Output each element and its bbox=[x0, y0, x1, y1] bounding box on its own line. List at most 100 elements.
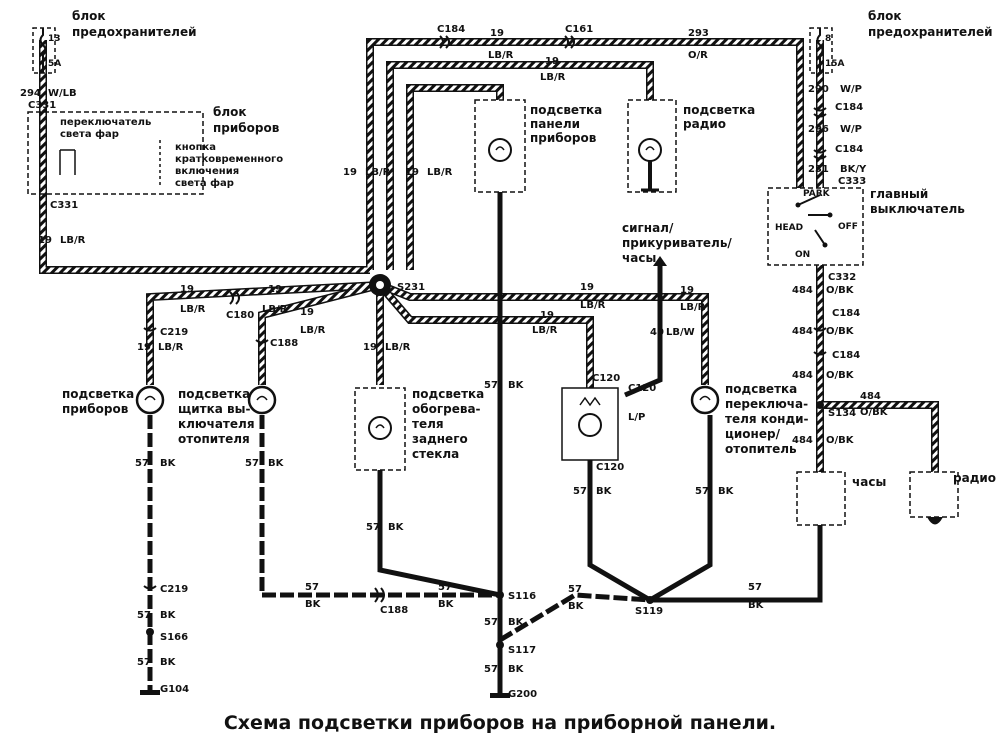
svg-text:19: 19 bbox=[343, 167, 357, 178]
svg-text:BK: BK bbox=[508, 380, 525, 391]
svg-text:O/R: O/R bbox=[688, 50, 708, 61]
fuse-left bbox=[32, 27, 56, 74]
svg-text:484: 484 bbox=[792, 285, 813, 296]
svg-text:O/BK: O/BK bbox=[826, 435, 855, 446]
svg-text:O/BK: O/BK bbox=[860, 407, 889, 418]
diagram-caption: Схема подсветки приборов на приборной па… bbox=[223, 712, 777, 734]
svg-text:19: 19 bbox=[300, 307, 314, 318]
svg-text:прикуриватель/: прикуриватель/ bbox=[622, 236, 732, 250]
svg-text:света фар: света фар bbox=[60, 128, 119, 140]
svg-text:W/P: W/P bbox=[840, 84, 862, 95]
svg-text:отопителя: отопителя bbox=[178, 432, 250, 446]
svg-text:включения: включения bbox=[175, 166, 239, 177]
svg-text:стекла: стекла bbox=[412, 447, 459, 461]
svg-text:кнопка: кнопка bbox=[175, 142, 216, 153]
svg-text:часы: часы bbox=[622, 251, 656, 265]
svg-text:57: 57 bbox=[366, 522, 380, 533]
svg-text:484: 484 bbox=[792, 370, 813, 381]
svg-text:5A: 5A bbox=[48, 59, 61, 69]
svg-text:C188: C188 bbox=[380, 605, 408, 616]
heater-panel-label: подсветка bbox=[178, 387, 250, 401]
svg-text:O/BK: O/BK bbox=[826, 370, 855, 381]
svg-text:19: 19 bbox=[580, 282, 594, 293]
svg-text:LB/W: LB/W bbox=[666, 327, 695, 338]
fuse-block-left-label: блок bbox=[72, 9, 106, 23]
svg-text:S166: S166 bbox=[160, 632, 188, 643]
svg-text:HEAD: HEAD bbox=[775, 223, 803, 233]
svg-text:293: 293 bbox=[688, 28, 709, 39]
svg-text:57: 57 bbox=[137, 610, 151, 621]
svg-text:19: 19 bbox=[490, 28, 504, 39]
svg-text:предохранителей: предохранителей bbox=[868, 25, 993, 39]
svg-text:290: 290 bbox=[808, 84, 829, 95]
svg-text:C333: C333 bbox=[838, 176, 866, 187]
instrument-block-label: блок bbox=[213, 105, 247, 119]
svg-text:13: 13 bbox=[48, 34, 61, 44]
instrument-block bbox=[27, 111, 204, 195]
clock-label: часы bbox=[852, 475, 886, 489]
svg-text:BK: BK bbox=[718, 486, 735, 497]
wire-labels: 294 W/LB 19 LB/R 19 LB/R 293 O/R 19 LB/R… bbox=[20, 28, 889, 675]
svg-text:294: 294 bbox=[20, 88, 41, 99]
svg-text:щитка вы-: щитка вы- bbox=[178, 402, 250, 416]
hatched-wires bbox=[39, 38, 939, 472]
rear-defrost-label: подсветка bbox=[412, 387, 484, 401]
svg-text:W/P: W/P bbox=[840, 124, 862, 135]
svg-text:BK: BK bbox=[305, 599, 322, 610]
radio-label: радио bbox=[953, 471, 996, 485]
svg-text:G200: G200 bbox=[508, 689, 537, 700]
svg-text:484: 484 bbox=[792, 326, 813, 337]
svg-text:57: 57 bbox=[748, 582, 762, 593]
ground-symbols bbox=[140, 690, 510, 698]
svg-text:57: 57 bbox=[305, 582, 319, 593]
svg-text:BK: BK bbox=[508, 664, 525, 675]
svg-text:C332: C332 bbox=[828, 272, 856, 283]
svg-text:LB/R: LB/R bbox=[158, 342, 184, 353]
svg-text:BK: BK bbox=[160, 458, 177, 469]
svg-text:W/LB: W/LB bbox=[48, 88, 77, 99]
radio-light-label: подсветка bbox=[683, 103, 755, 117]
svg-text:кратковременного: кратковременного bbox=[175, 154, 283, 165]
svg-text:теля: теля bbox=[412, 417, 444, 431]
svg-text:LB/R: LB/R bbox=[385, 342, 411, 353]
svg-text:C188: C188 bbox=[270, 338, 298, 349]
svg-text:19: 19 bbox=[137, 342, 151, 353]
lamp-panel bbox=[474, 99, 526, 193]
svg-text:панели: панели bbox=[530, 117, 580, 131]
svg-text:57: 57 bbox=[695, 486, 709, 497]
svg-text:19: 19 bbox=[680, 285, 694, 296]
svg-text:484: 484 bbox=[860, 391, 881, 402]
svg-text:заднего: заднего bbox=[412, 432, 468, 446]
svg-text:S116: S116 bbox=[508, 591, 536, 602]
svg-text:19: 19 bbox=[180, 284, 194, 295]
svg-text:19: 19 bbox=[545, 56, 559, 67]
svg-text:обогрева-: обогрева- bbox=[412, 402, 481, 416]
lamp-cigar bbox=[561, 387, 619, 461]
svg-text:приборов: приборов bbox=[62, 402, 129, 416]
svg-text:LB/R: LB/R bbox=[365, 167, 391, 178]
ac-switch-label: подсветка bbox=[725, 382, 797, 396]
svg-text:переключа-: переключа- bbox=[725, 397, 808, 411]
svg-text:теля конди-: теля конди- bbox=[725, 412, 809, 426]
svg-text:O/BK: O/BK bbox=[826, 285, 855, 296]
svg-text:57: 57 bbox=[484, 380, 498, 391]
svg-text:231: 231 bbox=[808, 164, 829, 175]
svg-text:BK: BK bbox=[160, 657, 177, 668]
lamp-rear-defrost bbox=[354, 387, 406, 471]
svg-text:LB/R: LB/R bbox=[300, 325, 326, 336]
svg-text:BK: BK bbox=[268, 458, 285, 469]
svg-text:ключателя: ключателя bbox=[178, 417, 255, 431]
svg-text:C184: C184 bbox=[832, 308, 860, 319]
svg-text:BK: BK bbox=[160, 610, 177, 621]
svg-text:BK: BK bbox=[568, 601, 585, 612]
svg-text:BK: BK bbox=[748, 600, 765, 611]
lamp-instruments bbox=[135, 385, 165, 415]
svg-text:C120: C120 bbox=[592, 373, 620, 384]
main-switch-label: главный bbox=[870, 187, 928, 201]
svg-text:57: 57 bbox=[573, 486, 587, 497]
svg-text:57: 57 bbox=[484, 664, 498, 675]
signal-label: сигнал/ bbox=[622, 221, 674, 235]
svg-text:BK: BK bbox=[596, 486, 613, 497]
svg-text:LB/R: LB/R bbox=[427, 167, 453, 178]
